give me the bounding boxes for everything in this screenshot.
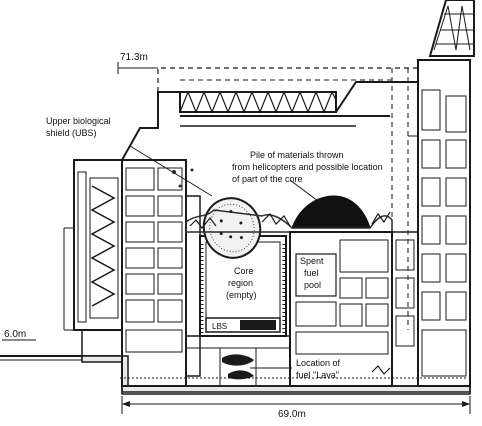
lbs-debris (240, 320, 276, 330)
ubs-label-line1: Upper biological (46, 116, 111, 126)
upper-biological-shield (202, 197, 262, 259)
ubs-label-line2: shield (UBS) (46, 128, 97, 138)
lava-flow-1 (222, 354, 254, 366)
pile-label-line2: from helicopters and possible location (232, 162, 383, 172)
spent-fuel-label-line3: pool (304, 280, 321, 290)
lava-label-line2: fuel "Lava" (296, 370, 339, 380)
right-building (408, 59, 471, 387)
lava-label-line1: Location of (296, 358, 341, 368)
elevation-ground-label: 6.0m (4, 329, 26, 340)
leader-lines (129, 145, 323, 369)
pile-label-line3: of part of the core (232, 174, 303, 184)
lower-levels (185, 335, 391, 387)
lava-flow-2 (228, 370, 254, 380)
width-dimension-label: 69.0m (278, 409, 306, 420)
left-interior-rooms (121, 159, 201, 387)
core-label-line3: (empty) (226, 290, 257, 300)
core-label-line1: Core (234, 266, 254, 276)
pile-label-line1: Pile of materials thrown (250, 150, 344, 160)
elevation-top-label: 71.3m (120, 52, 148, 63)
spent-fuel-label-line1: Spent (300, 256, 324, 266)
material-pile (172, 168, 393, 233)
dimension-lines (2, 339, 471, 414)
roof-truss (179, 81, 418, 127)
ventilation-stack (428, 0, 475, 57)
lbs-label: LBS (212, 322, 227, 331)
spent-fuel-label-line2: fuel (304, 268, 319, 278)
left-stair-tower (63, 159, 123, 331)
core-label-line2: region (228, 278, 253, 288)
spent-fuel-pool-area (289, 231, 419, 387)
